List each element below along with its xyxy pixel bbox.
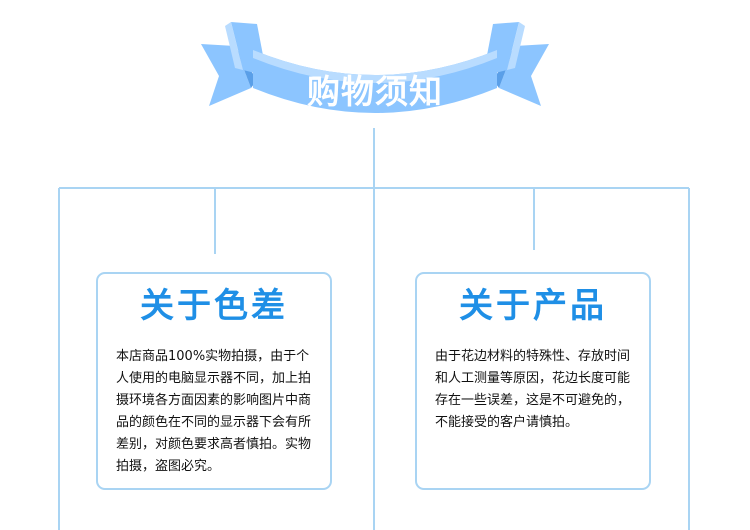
info-card-product: 关于产品 由于花边材料的特殊性、存放时间和人工测量等原因，花边长度可能存在一些误… (415, 272, 651, 490)
info-card-color-difference: 关于色差 本店商品100%实物拍摄，由于个人使用的电脑显示器不同，加上拍摄环境各… (96, 272, 332, 490)
ribbon-banner: 购物须知 (195, 14, 555, 124)
card-text: 由于花边材料的特殊性、存放时间和人工测量等原因，花边长度可能存在一些误差，这是不… (435, 349, 631, 430)
card-title: 关于产品 (459, 286, 607, 326)
ribbon-icon (201, 22, 549, 113)
banner-title: 购物须知 (307, 72, 443, 111)
card-title: 关于色差 (140, 286, 288, 326)
card-text: 本店商品100%实物拍摄，由于个人使用的电脑显示器不同，加上拍摄环境各方面因素的… (116, 349, 312, 474)
